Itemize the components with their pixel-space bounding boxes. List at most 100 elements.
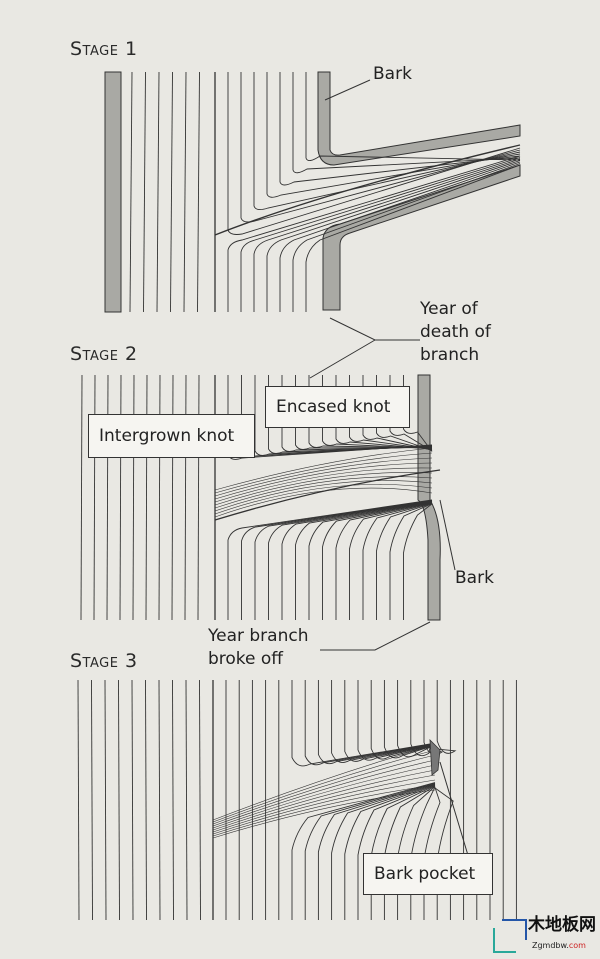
knot-fiber <box>212 774 436 833</box>
growth-ring <box>253 72 521 211</box>
growth-ring <box>362 375 433 451</box>
growth-ring <box>370 680 431 760</box>
growth-ring <box>170 71 173 313</box>
watermark-tld: com <box>568 941 586 950</box>
growth-ring <box>118 679 120 921</box>
growth-ring <box>344 680 431 762</box>
growth-ring <box>158 374 161 621</box>
intergrown-knot-label: Intergrown knot <box>88 414 255 458</box>
knot-fiber <box>214 462 433 500</box>
death-leader <box>329 317 420 341</box>
growth-ring <box>335 375 433 450</box>
label-line: Year branch <box>208 626 309 646</box>
stage-1-title: Stage 1 <box>70 38 138 60</box>
encased-knot-label: Encased knot <box>265 386 410 428</box>
label-line: broke off <box>208 649 284 669</box>
growth-ring <box>145 374 148 621</box>
bark-band <box>322 164 521 311</box>
growth-ring <box>227 155 521 312</box>
growth-ring <box>389 375 433 452</box>
growth-ring <box>266 72 521 198</box>
growth-ring <box>77 679 80 921</box>
growth-ring <box>357 784 436 920</box>
growth-ring <box>344 784 436 920</box>
growth-ring <box>145 679 147 921</box>
growth-ring <box>291 680 431 767</box>
knot-fiber <box>214 472 433 506</box>
growth-ring <box>331 680 431 763</box>
growth-ring <box>349 375 433 450</box>
growth-ring <box>317 680 431 765</box>
growth-ring <box>292 72 521 174</box>
growth-ring <box>308 501 433 620</box>
growth-ring <box>172 679 174 921</box>
growth-ring <box>279 72 521 186</box>
death-leader <box>309 339 376 379</box>
growth-ring <box>91 679 93 921</box>
growth-ring <box>268 500 433 620</box>
growth-ring <box>429 680 457 754</box>
growth-ring <box>268 375 433 454</box>
growth-ring <box>403 375 433 452</box>
knot-fiber <box>212 784 436 837</box>
stage-3-title: Stage 3 <box>70 650 138 672</box>
year-broke-off-label: Year branch broke off <box>208 625 309 671</box>
growth-ring <box>171 374 174 621</box>
stage-2-title: Stage 2 <box>70 343 138 365</box>
growth-ring <box>305 164 521 312</box>
growth-ring <box>240 72 521 223</box>
growth-ring <box>397 680 431 758</box>
bark-band <box>104 71 122 313</box>
knot-fiber <box>214 457 433 497</box>
growth-ring <box>389 503 433 620</box>
knot-fiber <box>214 467 433 503</box>
growth-ring <box>322 375 433 449</box>
growth-ring <box>279 161 521 312</box>
growth-ring <box>349 502 433 620</box>
label-line: branch <box>420 345 480 365</box>
label-line: Year of <box>420 299 478 319</box>
growth-ring <box>129 71 133 313</box>
growth-ring <box>143 71 146 313</box>
growth-ring <box>376 375 433 451</box>
knot-pith <box>214 469 441 521</box>
knot-fiber <box>212 749 436 823</box>
growth-ring <box>304 782 436 920</box>
growth-ring <box>305 72 521 161</box>
growth-ring <box>403 503 433 620</box>
knot-fiber <box>212 779 436 835</box>
knot-fiber <box>212 754 436 825</box>
growth-ring <box>295 501 433 620</box>
growth-ring <box>331 783 436 920</box>
bark-pocket <box>429 738 441 776</box>
growth-ring <box>184 374 187 621</box>
knot-fiber <box>214 447 433 491</box>
growth-ring <box>254 500 433 620</box>
growth-ring <box>240 157 521 312</box>
knot-fiber <box>214 452 433 494</box>
growth-ring <box>156 71 160 313</box>
growth-ring <box>241 499 433 620</box>
growth-ring <box>254 375 433 456</box>
watermark-site: Zgmdbw.com <box>532 940 586 952</box>
knot-fiber <box>212 764 436 829</box>
knot-fiber <box>212 789 436 839</box>
watermark-site-name: Zgmdbw. <box>532 941 569 950</box>
knot-fiber <box>212 744 436 821</box>
knot-fiber <box>214 480 433 512</box>
growth-ring <box>295 375 433 450</box>
watermark-logo: 木地板网 Zgmdbw.com <box>488 914 600 959</box>
growth-ring <box>253 158 521 312</box>
growth-ring <box>317 783 436 920</box>
year-of-death-label: Year of death of branch <box>420 298 491 367</box>
growth-ring <box>199 679 201 921</box>
growth-ring <box>197 71 200 313</box>
watermark-bracket-icon <box>493 919 527 953</box>
growth-ring <box>357 680 431 761</box>
growth-ring <box>183 71 187 313</box>
growth-ring <box>131 679 134 921</box>
growth-ring <box>376 502 433 620</box>
growth-ring <box>119 374 122 621</box>
growth-ring <box>281 375 433 452</box>
